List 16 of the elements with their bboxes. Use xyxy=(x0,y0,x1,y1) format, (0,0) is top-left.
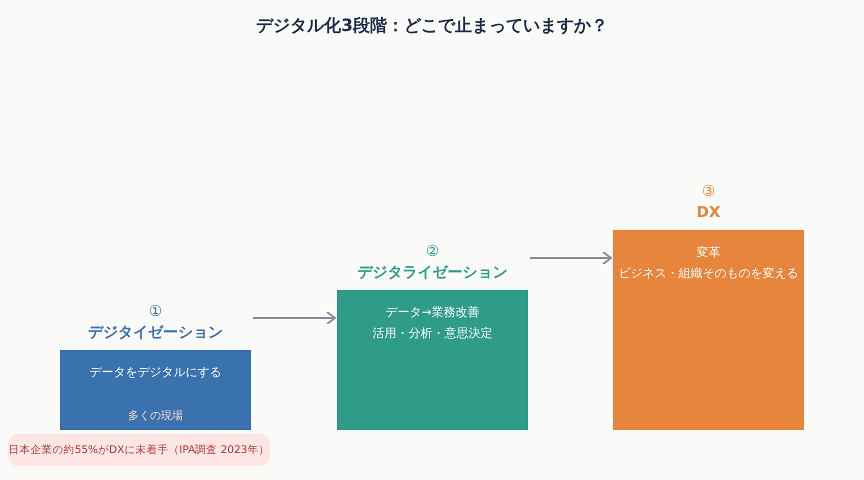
stage-text: 変革 xyxy=(696,244,722,261)
diagram-title: デジタル化3段階：どこで止まっていますか？ xyxy=(255,15,609,37)
stage-text: データ→業務改善 xyxy=(384,304,481,321)
arrow xyxy=(253,311,336,325)
stage-heading: DX xyxy=(695,203,722,221)
stage-text: 活用・分析・意思決定 xyxy=(372,325,494,342)
note-pill: 日本企業の約55%がDXに未着手（IPA調査 2023年） xyxy=(8,434,270,466)
stage-text: データをデジタルにする xyxy=(88,364,222,381)
step-number: ③ xyxy=(700,182,716,200)
step-number: ① xyxy=(148,302,164,320)
stage-heading: デジタライゼーション xyxy=(356,263,508,282)
stage-note: 多くの現場 xyxy=(127,408,184,423)
step-number: ② xyxy=(424,242,440,260)
stage-heading: デジタイゼーション xyxy=(87,323,224,342)
arrow xyxy=(530,251,612,265)
stage-text: ビジネス・組織そのものを変える xyxy=(618,265,800,282)
